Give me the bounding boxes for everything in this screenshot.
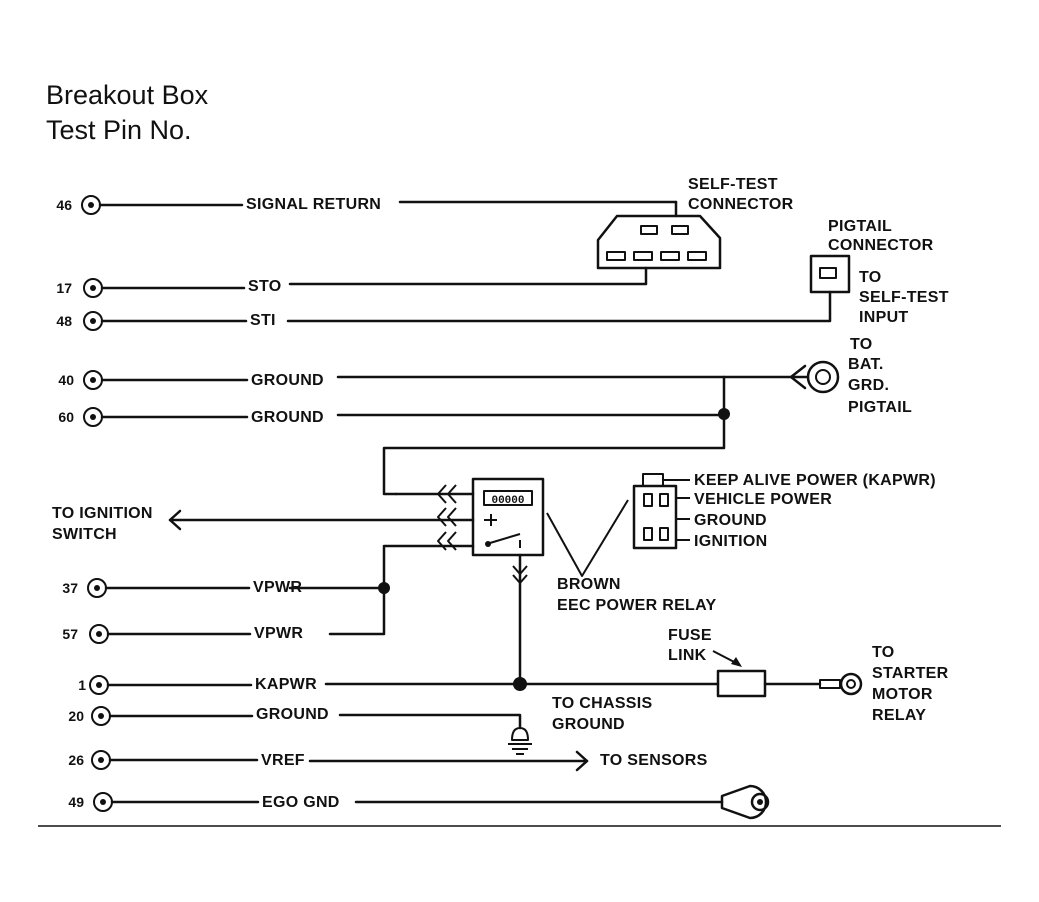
chassis-ground: TO CHASSIS GROUND [338, 695, 653, 755]
junction-dot [718, 408, 730, 420]
pin-number: 1 [78, 677, 86, 693]
pin-37: 37 VPWR [62, 578, 302, 598]
pin-60: 60 GROUND [58, 407, 324, 427]
relay-name-label-2: EEC POWER RELAY [557, 597, 717, 614]
relay-pin-label-ignition: IGNITION [694, 533, 768, 550]
to-self-test-input-label-1: TO [859, 269, 882, 286]
to-starter-motor-relay-label-4: RELAY [872, 707, 926, 724]
to-ignition-switch-label-2: SWITCH [52, 526, 117, 543]
relay-pin-label-vehicle-power: VEHICLE POWER [694, 491, 832, 508]
pin-number: 49 [68, 794, 84, 810]
self-test-connector-label-2: CONNECTOR [688, 196, 794, 213]
to-bat-grd-pigtail-label-4: PIGTAIL [848, 399, 912, 416]
starter-terminal-icon [839, 672, 863, 696]
self-test-connector-label-1: SELF-TEST [688, 176, 778, 193]
pigtail-connector: PIGTAIL CONNECTOR TO SELF-TEST INPUT [286, 218, 949, 326]
pigtail-connector-label-1: PIGTAIL [828, 218, 892, 235]
vref-sensors: TO SENSORS [308, 750, 708, 772]
to-chassis-ground-label-1: TO CHASSIS [552, 695, 653, 712]
pin-number: 40 [58, 372, 74, 388]
pin-number: 26 [68, 752, 84, 768]
eec-power-relay: 00000 BROWN EEC POWER RELAY [168, 477, 717, 687]
pin-signal-label: GROUND [256, 706, 329, 723]
to-bat-grd-pigtail-label-3: GRD. [848, 377, 889, 394]
pin-number: 57 [62, 626, 78, 642]
to-ignition-switch-label-1: TO IGNITION [52, 505, 153, 522]
svg-text:00000: 00000 [491, 495, 524, 507]
to-self-test-input-label-2: SELF-TEST [859, 289, 949, 306]
pin-signal-label: VPWR [254, 625, 303, 642]
pin-number: 20 [68, 708, 84, 724]
pin-20: 20 GROUND [68, 706, 329, 726]
pin-40: 40 GROUND [58, 370, 324, 390]
battery-ground-pigtail: TO BAT. GRD. PIGTAIL [336, 336, 912, 496]
pin-number: 46 [56, 197, 72, 213]
eyelet-terminal-icon [750, 792, 770, 812]
pin-signal-label: VREF [261, 752, 305, 769]
relay-name-label-1: BROWN [557, 576, 621, 593]
pigtail-connector-label-2: CONNECTOR [828, 237, 934, 254]
relay-pin-label-ground: GROUND [694, 512, 767, 529]
pin-signal-label: STI [250, 312, 276, 329]
title-line-1: Breakout Box [46, 80, 209, 110]
pin-lead-wires [98, 203, 260, 804]
pin-number: 17 [56, 280, 72, 296]
pin-signal-label: GROUND [251, 372, 324, 389]
pin-number: 60 [58, 409, 74, 425]
pin-57: 57 VPWR [62, 624, 303, 644]
title-line-2: Test Pin No. [46, 115, 192, 145]
junction-dot [513, 677, 527, 691]
pin-number: 37 [62, 580, 78, 596]
pin-signal-label: EGO GND [262, 794, 340, 811]
pin-signal-label: VPWR [253, 579, 302, 596]
pin-signal-label: KAPWR [255, 676, 317, 693]
relay-pinout-connector: KEEP ALIVE POWER (KAPWR) VEHICLE POWER G… [632, 472, 936, 550]
pin-26: 26 VREF [68, 750, 305, 770]
to-self-test-input-label-3: INPUT [859, 309, 909, 326]
to-chassis-ground-label-2: GROUND [552, 716, 625, 733]
fuse-link-icon [716, 669, 767, 698]
to-starter-motor-relay-label-2: STARTER [872, 665, 949, 682]
to-starter-motor-relay-label-3: MOTOR [872, 686, 933, 703]
ring-terminal-icon [806, 360, 840, 394]
fuse-link-circuit: FUSE LINK TO STARTER MOTOR RELAY [324, 627, 949, 724]
ground-symbol-icon [511, 727, 529, 741]
to-bat-grd-pigtail-label-2: BAT. [848, 356, 884, 373]
fuse-link-label-2: LINK [668, 647, 707, 664]
to-sensors-label: TO SENSORS [600, 752, 708, 769]
self-test-connector: SELF-TEST CONNECTOR [288, 176, 794, 286]
relay-pin-label-kapwr: KEEP ALIVE POWER (KAPWR) [694, 472, 936, 489]
to-bat-grd-pigtail-label-1: TO [850, 336, 873, 353]
junction-dot [378, 582, 390, 594]
fuse-link-label-1: FUSE [668, 627, 712, 644]
to-starter-motor-relay-label-1: TO [872, 644, 895, 661]
pin-signal-label: STO [248, 278, 282, 295]
ego-ground-eyelet [354, 784, 770, 820]
pin-signal-label: SIGNAL RETURN [246, 196, 381, 213]
pin-signal-label: GROUND [251, 409, 324, 426]
pin-number: 48 [56, 313, 72, 329]
